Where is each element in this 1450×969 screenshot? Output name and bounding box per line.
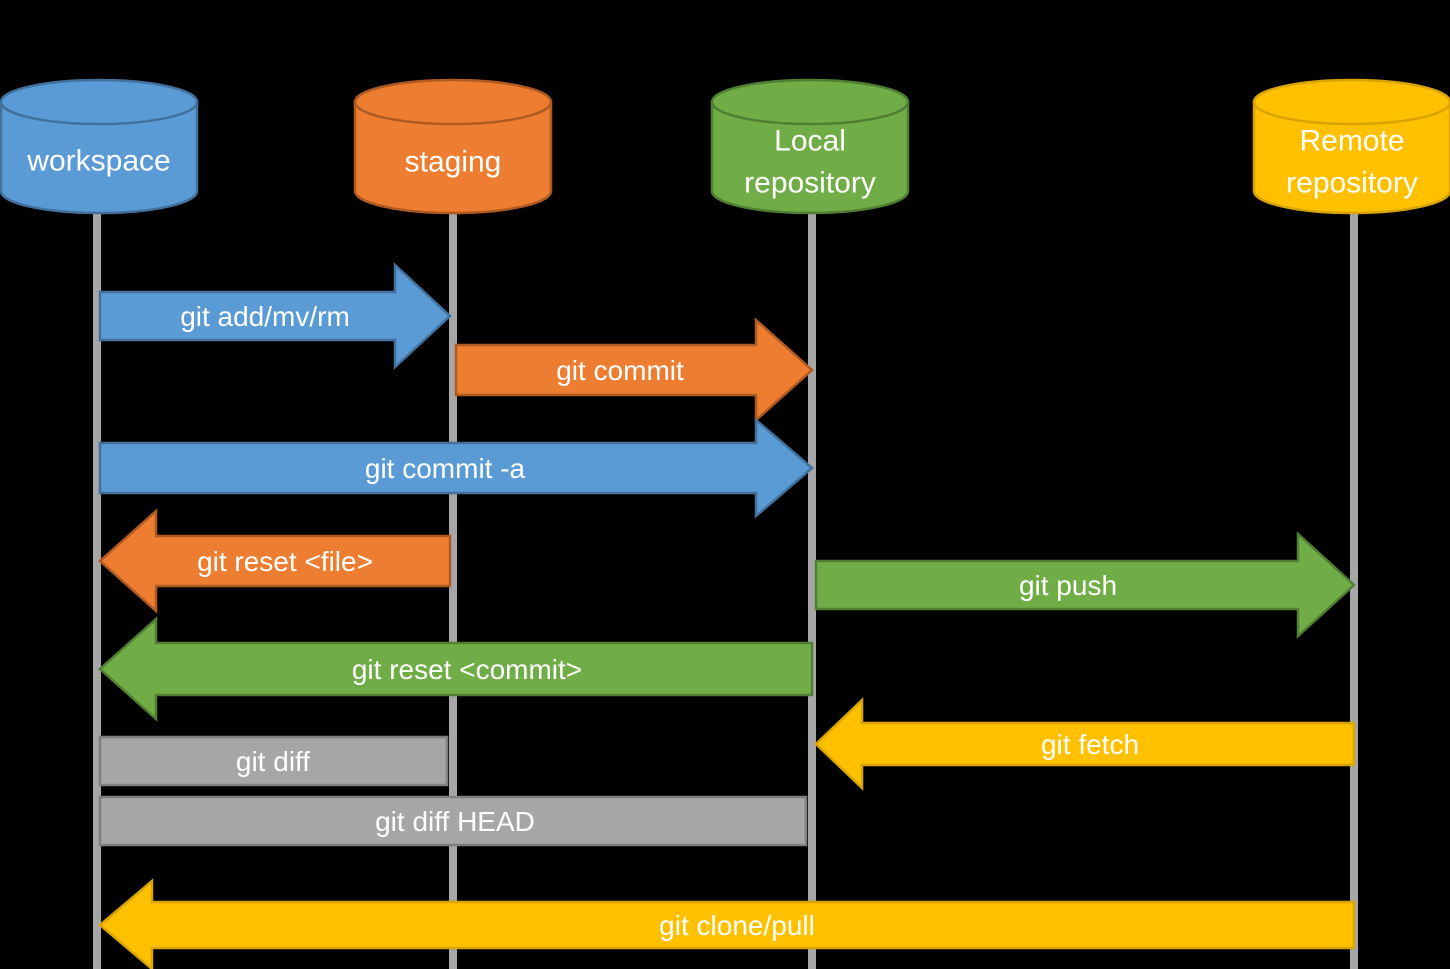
workspace-label: workspace [26, 145, 170, 178]
arrow-git-clone-pull [98, 878, 1356, 969]
node-local-repository: Local repository [710, 78, 910, 215]
arrow-git-push [814, 531, 1356, 639]
lifeline-staging [449, 206, 457, 969]
remote-repository-label-line2: repository [1286, 167, 1418, 200]
remote-repository-cylinder-body [1252, 100, 1450, 215]
label-git-diff-head: git diff HEAD [375, 806, 535, 837]
box-git-diff-head [98, 795, 808, 847]
label-git-clone-pull: git clone/pull [659, 910, 815, 941]
arrow-git-commit [454, 317, 814, 423]
label-git-add-mv-rm: git add/mv/rm [180, 301, 350, 332]
node-staging: staging [353, 78, 553, 215]
node-remote-repository: Remote repository [1252, 78, 1450, 215]
label-git-diff: git diff [236, 746, 310, 777]
staging-label: staging [405, 146, 502, 179]
lifeline-workspace [93, 206, 101, 969]
label-git-reset-file: git reset <file> [197, 546, 373, 577]
remote-repository-cylinder-top [1252, 78, 1450, 126]
local-repository-cylinder-top [710, 78, 910, 126]
label-git-reset-commit: git reset <commit> [352, 654, 582, 685]
label-git-commit-a: git commit -a [365, 453, 526, 484]
lifeline-local-repository [808, 206, 816, 969]
local-repository-cylinder-body [710, 100, 910, 215]
local-repository-label-line2: repository [744, 167, 876, 200]
label-git-commit: git commit [556, 355, 684, 386]
workspace-cylinder-body [0, 100, 199, 215]
label-git-push: git push [1019, 570, 1117, 601]
arrow-git-add-mv-rm [98, 262, 452, 370]
lifeline-remote-repository [1350, 206, 1358, 969]
staging-cylinder-body [353, 100, 553, 215]
label-git-fetch: git fetch [1041, 729, 1139, 760]
workspace-cylinder-top [0, 78, 199, 126]
node-workspace: workspace [0, 78, 199, 215]
local-repository-label-line1: Local [774, 125, 846, 158]
arrow-git-reset-commit [98, 616, 814, 722]
arrow-git-reset-file [98, 508, 452, 614]
staging-cylinder-top [353, 78, 553, 126]
remote-repository-label-line1: Remote [1299, 125, 1404, 158]
arrow-git-commit-a [98, 417, 814, 519]
box-git-diff [98, 735, 449, 787]
arrow-git-fetch [814, 697, 1356, 791]
